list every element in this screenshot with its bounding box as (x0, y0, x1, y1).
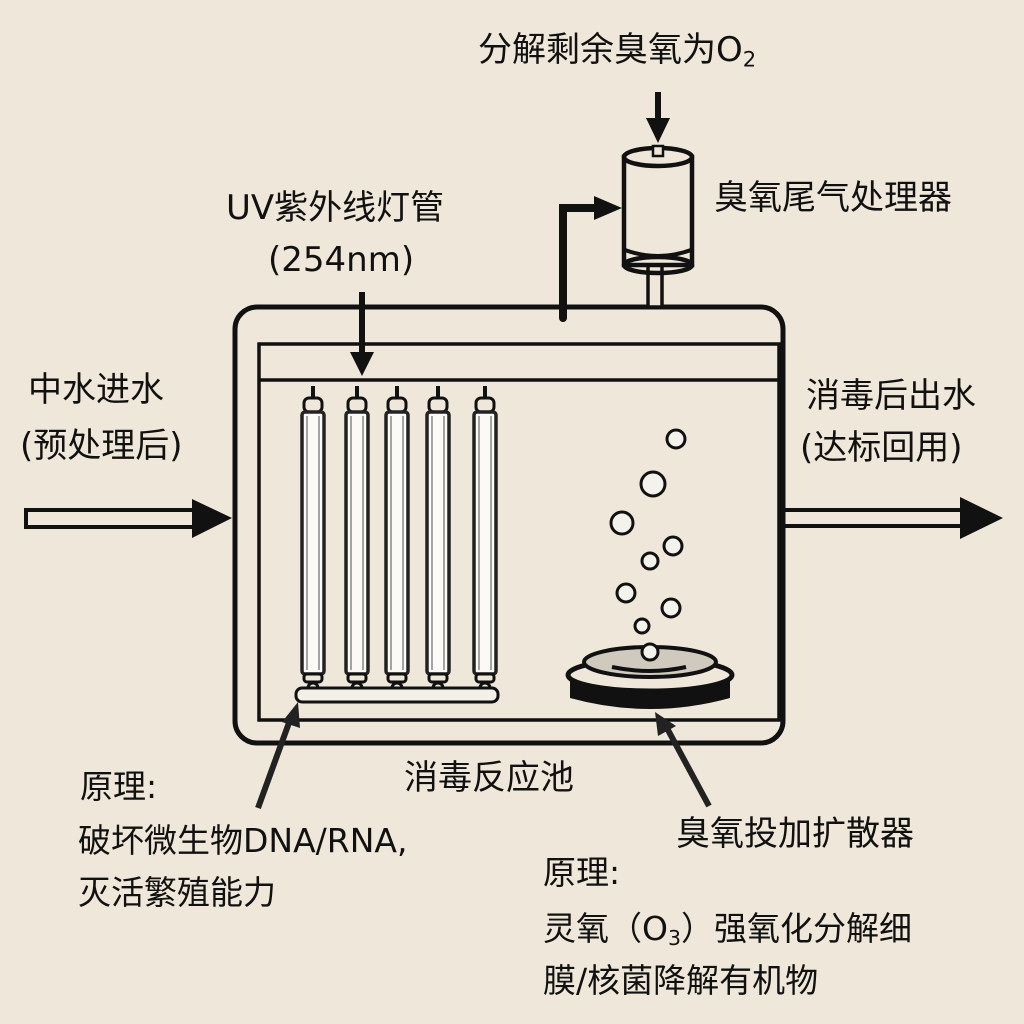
ozone-bubble (609, 510, 635, 536)
outlet-arrow (783, 497, 1003, 539)
ozone-bubble (660, 597, 682, 619)
uv-principle-line1: 破坏微生物DNA/RNA, (78, 821, 408, 860)
ozone-principle-line1: 灵氧（O3）强氧化分解细 (543, 909, 912, 951)
uv-lamp (425, 386, 451, 695)
inlet-arrow (24, 499, 232, 538)
tank-inner-wall (257, 342, 781, 722)
inlet-label-line2: (预处理后) (20, 426, 183, 466)
uv-principle-line2: 灭活繁殖能力 (78, 873, 276, 912)
ozone-bubble (665, 428, 687, 450)
ozone-principle-title: 原理: (543, 853, 621, 892)
ozone-principle-line1-b: ）强氧化分解细 (681, 909, 912, 948)
ozone-bubble (639, 470, 667, 498)
uv-lamp-base-rail (294, 686, 500, 704)
ozone-principle-subscript: 3 (667, 926, 681, 951)
uv-lamp (344, 386, 370, 695)
inlet-label-line1: 中水进水 (28, 370, 164, 410)
off-gas-pipe (559, 196, 622, 322)
diffuser-label: 臭氧投加扩散器 (676, 814, 914, 854)
uv-lamp-group (300, 386, 498, 695)
uv-lamp (384, 386, 410, 695)
uv-lamp-pointer-arrow (350, 292, 374, 376)
outlet-label-line1: 消毒后出水 (806, 376, 976, 416)
ozone-bubble (640, 551, 660, 571)
ozone-decompose-subscript: 2 (742, 46, 757, 72)
ozone-bubble (615, 582, 637, 604)
uv-principle-pointer-arrow (255, 702, 300, 810)
diffuser-pointer-arrow (655, 712, 712, 808)
off-gas-treatment-cylinder (621, 144, 695, 309)
ozone-decompose-label: 分解剩余臭氧为O2 (478, 30, 756, 70)
uv-lamp (472, 386, 498, 695)
ozone-bubble (640, 642, 660, 662)
ozone-bubble-group (609, 428, 687, 662)
uv-lamp-title-label: UV紫外线灯管 (226, 188, 445, 228)
tank-label: 消毒反应池 (404, 758, 574, 798)
ozone-decompose-text: 分解剩余臭氧为O (478, 30, 743, 70)
uv-lamp-wavelength-label: (254nm) (268, 240, 415, 280)
ozone-principle-line2: 膜/核菌降解有机物 (543, 961, 819, 1000)
outlet-label-line2: (达标回用) (800, 428, 963, 468)
decompose-arrow (646, 92, 670, 143)
ozone-bubble (633, 617, 651, 635)
ozone-bubble (662, 535, 684, 557)
uv-lamp (300, 386, 326, 695)
uv-principle-title: 原理: (80, 767, 158, 806)
ozone-principle-line1-a: 灵氧（O (543, 909, 668, 948)
off-gas-unit-label: 臭氧尾气处理器 (714, 178, 952, 218)
